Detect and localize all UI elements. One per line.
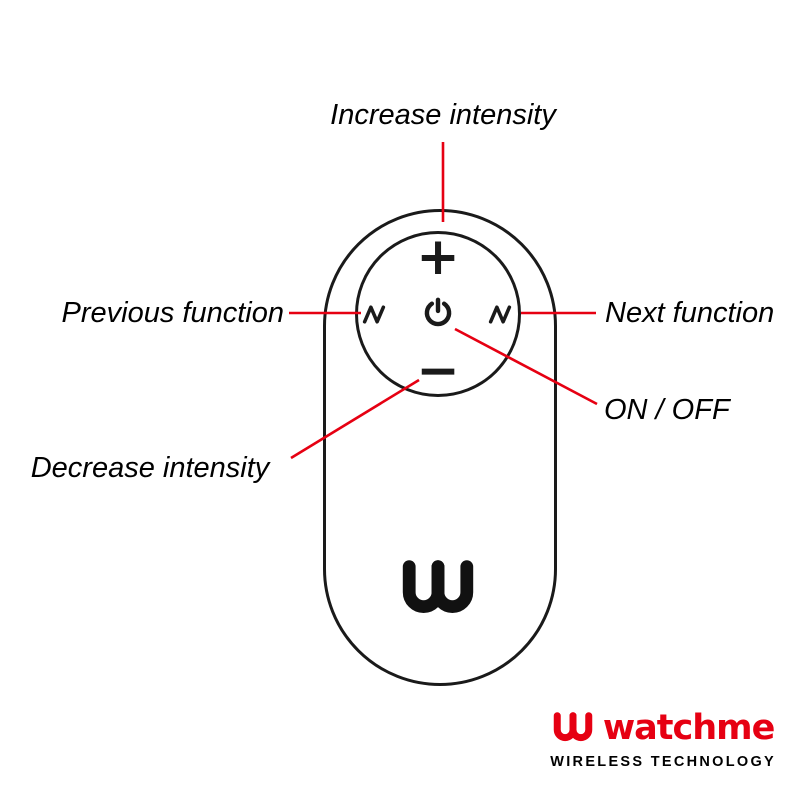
label-previous-function: Previous function — [61, 297, 284, 329]
brand-logo-row: watchme — [552, 710, 775, 746]
plus-icon: + — [416, 227, 460, 287]
next-function-button[interactable] — [485, 301, 515, 327]
label-on-off: ON / OFF — [604, 394, 730, 426]
power-icon — [424, 297, 452, 327]
previous-function-button[interactable] — [359, 301, 389, 327]
watchme-logo-icon — [553, 712, 593, 742]
brand-footer: watchme WIRELESS TECHNOLOGY — [550, 710, 776, 770]
increase-intensity-button[interactable]: + — [412, 227, 464, 287]
label-next-function: Next function — [605, 297, 775, 329]
minus-icon: − — [416, 341, 460, 401]
device-brand-mark — [398, 556, 478, 622]
label-decrease-intensity: Decrease intensity — [30, 452, 270, 484]
label-increase-intensity: Increase intensity — [330, 99, 556, 131]
wave-icon — [488, 304, 512, 324]
power-button[interactable] — [419, 294, 457, 332]
brand-tagline: WIRELESS TECHNOLOGY — [550, 754, 776, 770]
decrease-intensity-button[interactable]: − — [412, 341, 464, 401]
wave-icon — [362, 304, 386, 324]
brand-wordmark: watchme — [602, 707, 776, 748]
watchme-squiggle-mark-icon — [402, 560, 474, 613]
